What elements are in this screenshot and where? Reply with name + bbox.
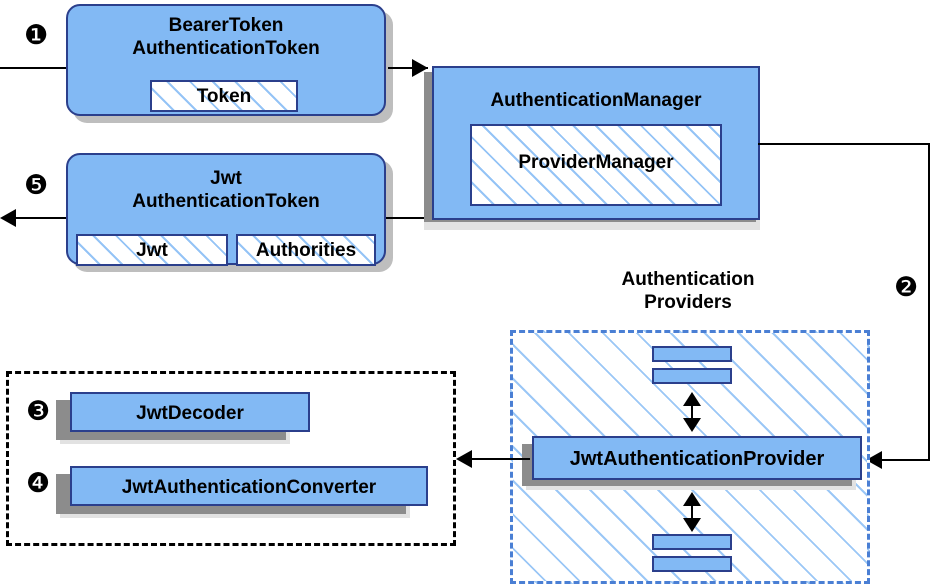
other-provider-bar-1[interactable] [652, 346, 732, 362]
outgoing-response-line [16, 217, 72, 219]
provider-to-support-arrowhead [456, 450, 472, 468]
manager-to-provider-line-top [758, 143, 930, 145]
jwt-token-slot-authorities: Authorities [236, 234, 376, 266]
provider-manager-label: ProviderManager [518, 152, 674, 173]
bearer-to-manager-line [388, 67, 428, 69]
other-provider-bar-3[interactable] [652, 534, 732, 550]
other-provider-bar-2[interactable] [652, 368, 732, 384]
jwt-authentication-provider-label: JwtAuthenticationProvider [569, 448, 825, 470]
manager-to-provider-line-bottom [880, 459, 930, 461]
provider-link-line-bottom [691, 498, 693, 522]
jwt-token-slot-jwt-label: Jwt [136, 240, 168, 261]
provider-to-support-line [470, 458, 530, 460]
jwt-decoder-label: JwtDecoder [136, 403, 244, 424]
outgoing-response-arrowhead [0, 209, 16, 227]
provider-link-arrow-top-down [683, 418, 701, 432]
jwt-token-slot-authorities-label: Authorities [255, 240, 357, 261]
step-marker-1: ❶ [24, 20, 49, 51]
jwt-token-slot-jwt: Jwt [76, 234, 228, 266]
jwt-authentication-converter-label: JwtAuthenticationConverter [121, 477, 377, 498]
jwt-authentication-provider-box[interactable]: JwtAuthenticationProvider [532, 436, 862, 480]
bearer-token-slot-token: Token [150, 80, 298, 112]
other-provider-bar-4[interactable] [652, 556, 732, 572]
step-marker-2: ❷ [894, 272, 919, 303]
step-marker-3: ❸ [26, 396, 51, 427]
authentication-providers-title: Authentication Providers [621, 269, 755, 313]
step-marker-4: ❹ [26, 468, 51, 499]
bearer-token-slot-token-label: Token [196, 86, 252, 107]
jwt-authentication-converter-box[interactable]: JwtAuthenticationConverter [70, 466, 428, 506]
jwt-decoder-box[interactable]: JwtDecoder [70, 392, 310, 432]
manager-to-jwt-token-line [386, 217, 438, 219]
authentication-manager-title: AuthenticationManager [490, 90, 702, 111]
provider-link-line-top [691, 398, 693, 422]
support-components-container [6, 371, 456, 546]
incoming-request-line [0, 67, 70, 69]
jwt-authentication-token-title: Jwt AuthenticationToken [132, 168, 320, 212]
manager-to-provider-arrowhead [866, 451, 882, 469]
manager-to-provider-line-vertical [928, 143, 930, 461]
step-marker-5: ❺ [24, 170, 49, 201]
provider-manager-box: ProviderManager [470, 124, 722, 206]
bearer-token-title: BearerToken AuthenticationToken [132, 15, 320, 59]
provider-link-arrow-bottom-down [683, 518, 701, 532]
